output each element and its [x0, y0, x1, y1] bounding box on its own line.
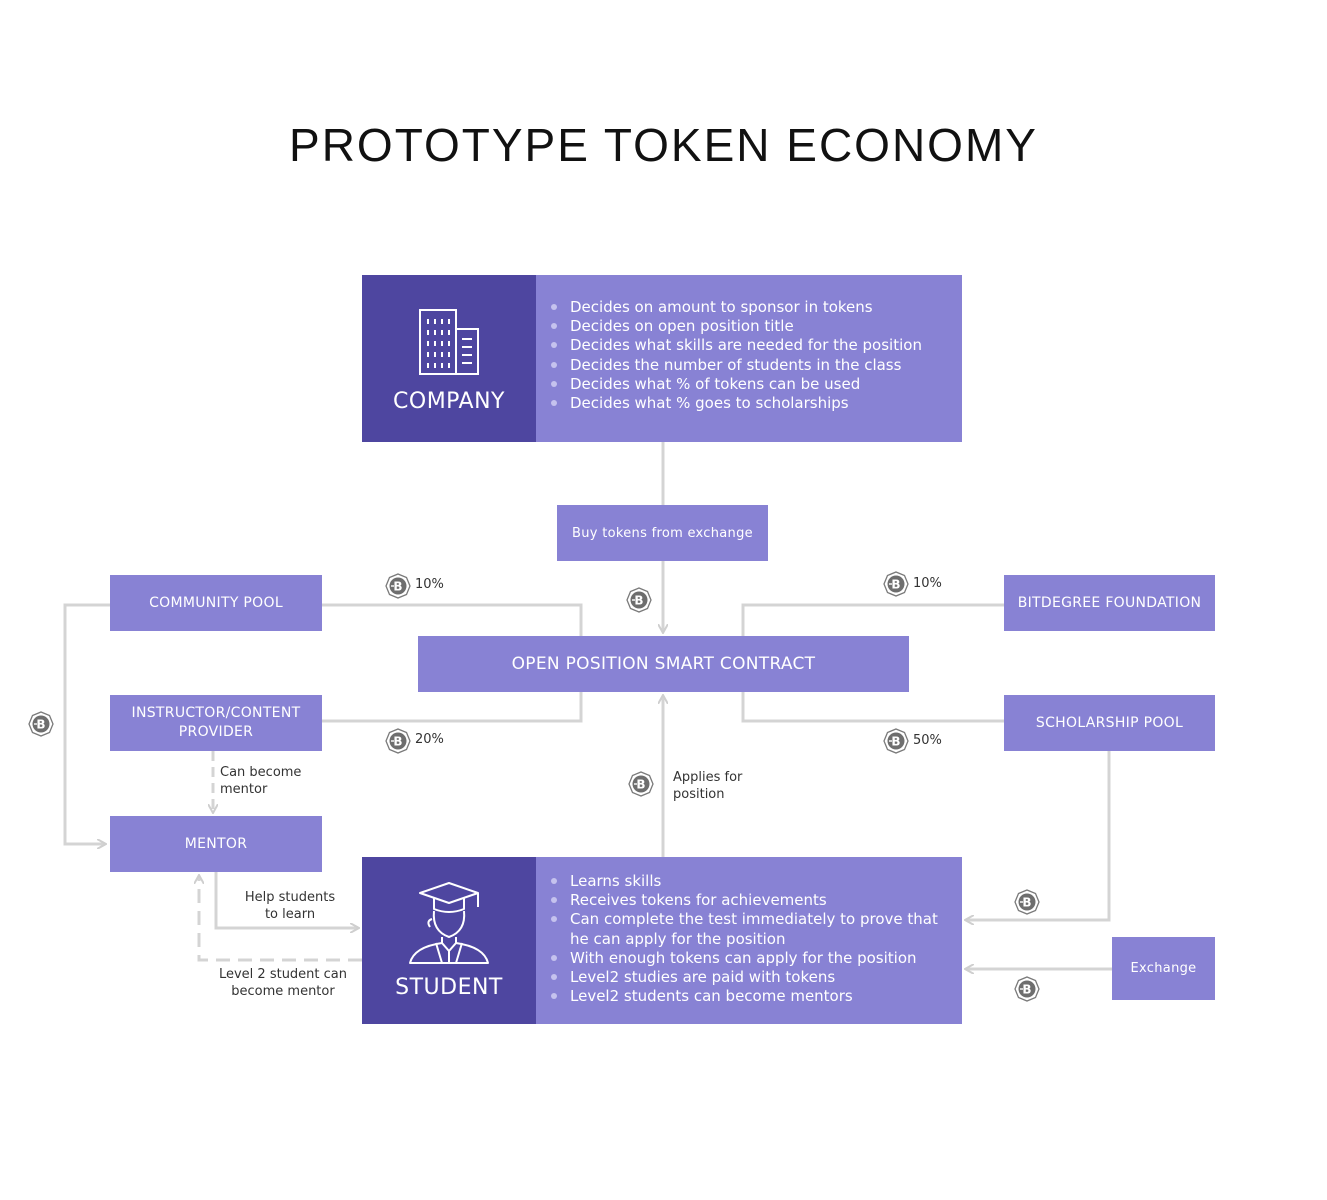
- token-coin-icon: [628, 771, 654, 797]
- student-item: With enough tokens can apply for the pos…: [551, 949, 944, 968]
- company-item: Decides on amount to sponsor in tokens: [551, 298, 962, 317]
- student-item: Receives tokens for achievements: [551, 891, 944, 910]
- community-pool-box: COMMUNITY POOL: [110, 575, 322, 631]
- bitdegree-foundation-box: BITDEGREE FOUNDATION: [1004, 575, 1215, 631]
- company-item: Decides on open position title: [551, 317, 962, 336]
- can-become-mentor-label: Can become mentor: [220, 765, 302, 797]
- company-item: Decides what skills are needed for the p…: [551, 336, 962, 355]
- applies-for-position-label: Applies for position: [673, 770, 743, 802]
- student-details: Learns skills Receives tokens for achiev…: [536, 857, 962, 1024]
- company-details: Decides on amount to sponsor in tokens D…: [536, 275, 962, 442]
- token-coin-icon: [883, 728, 909, 754]
- help-students-label: Help students to learn: [244, 890, 336, 922]
- token-coin-icon: [385, 728, 411, 754]
- company-item: Decides the number of students in the cl…: [551, 356, 962, 375]
- buy-tokens-box: Buy tokens from exchange: [557, 505, 768, 561]
- token-coin-icon: [1014, 889, 1040, 915]
- scholarship-percent: 50%: [913, 733, 942, 748]
- page-title: PROTOTYPE TOKEN ECONOMY: [289, 119, 1038, 171]
- token-coin-icon: [28, 711, 54, 737]
- scholarship-pool-box: SCHOLARSHIP POOL: [1004, 695, 1215, 751]
- student-block: STUDENT: [362, 857, 536, 1024]
- building-icon: [419, 309, 479, 375]
- student-title: STUDENT: [395, 975, 503, 1000]
- token-coin-icon: [385, 573, 411, 599]
- instructor-percent: 20%: [415, 732, 444, 747]
- smart-contract-box: OPEN POSITION SMART CONTRACT: [418, 636, 909, 692]
- mentor-box: MENTOR: [110, 816, 322, 872]
- exchange-box: Exchange: [1112, 937, 1215, 1000]
- token-coin-icon: [626, 587, 652, 613]
- graduate-icon: [409, 882, 489, 964]
- company-item: Decides what % goes to scholarships: [551, 394, 962, 413]
- instructor-box: INSTRUCTOR/CONTENT PROVIDER: [110, 695, 322, 751]
- level2-mentor-label: Level 2 student can become mentor: [218, 967, 348, 999]
- student-item: Can complete the test immediately to pro…: [551, 910, 944, 948]
- student-item: Level2 studies are paid with tokens: [551, 968, 944, 987]
- company-title: COMPANY: [393, 389, 505, 414]
- token-coin-icon: [883, 571, 909, 597]
- student-item: Learns skills: [551, 872, 944, 891]
- student-item: Level2 students can become mentors: [551, 987, 944, 1006]
- token-coin-icon: [1014, 976, 1040, 1002]
- company-item: Decides what % of tokens can be used: [551, 375, 962, 394]
- company-block: COMPANY: [362, 275, 536, 442]
- foundation-percent: 10%: [913, 576, 942, 591]
- community-percent: 10%: [415, 577, 444, 592]
